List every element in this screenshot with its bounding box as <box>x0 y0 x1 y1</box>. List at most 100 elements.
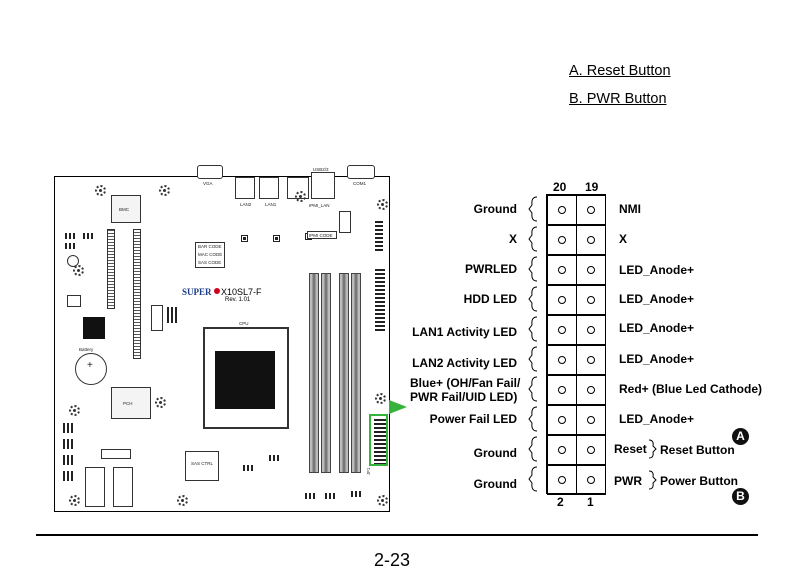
pcie-slot <box>107 229 115 309</box>
pin-label-left-7-line: PWR Fail/UID LED) <box>410 390 518 404</box>
mounting-hole <box>69 405 80 416</box>
pin-cell <box>547 405 577 435</box>
jf1-header <box>374 417 386 465</box>
power-button-label: Power Button <box>660 474 738 488</box>
pin-label-left-10: Ground <box>473 477 517 491</box>
mounting-hole <box>295 191 306 202</box>
atx-power-connector <box>375 269 385 331</box>
pin-cell <box>576 255 606 285</box>
legend-reset-button: A. Reset Button <box>569 63 671 79</box>
left-brace <box>528 226 538 252</box>
bar-code-box <box>195 242 225 268</box>
speaker <box>67 255 79 267</box>
mounting-hole <box>95 185 106 196</box>
pin-label-left-4: HDD LED <box>463 292 517 306</box>
pin-cell <box>576 375 606 405</box>
sas-connector <box>113 467 133 507</box>
fan-header <box>351 491 361 497</box>
jumper <box>65 233 75 239</box>
pin-number-2: 2 <box>557 495 564 509</box>
pin-header <box>167 307 179 323</box>
pin-cell <box>547 195 577 225</box>
jf1-label: JF1 <box>366 467 371 475</box>
pin-cell <box>547 375 577 405</box>
mounting-hole <box>375 393 386 404</box>
vga-connector <box>197 165 223 179</box>
sas-controller-chip <box>185 451 219 481</box>
bmc-chip <box>111 195 141 223</box>
pin-cell <box>576 345 606 375</box>
battery-label: Battery <box>79 347 94 352</box>
ipmi-code-label-box <box>307 231 337 239</box>
pin-cell <box>576 465 606 495</box>
fan-header <box>305 493 315 499</box>
pin-cell <box>547 345 577 375</box>
usb-header <box>101 449 131 459</box>
pcie-slot <box>133 229 141 359</box>
jumper <box>65 243 75 249</box>
pin-label-left-8: Power Fail LED <box>429 412 517 426</box>
mounting-hole <box>155 397 166 408</box>
footer-rule <box>36 534 758 536</box>
pin-label-left-5: LAN1 Activity LED <box>412 325 517 339</box>
pin-label-right-9: Reset <box>614 442 647 456</box>
fan-header <box>269 455 279 461</box>
badge-a: A <box>732 428 749 445</box>
pin-label-right-10: PWR <box>614 474 642 488</box>
pin-label-right-3: LED_Anode+ <box>619 263 695 277</box>
jf1-pointer-arrow <box>389 400 407 414</box>
bar-code-label: BAR CODE <box>198 244 222 249</box>
header-connector <box>339 211 351 233</box>
battery <box>75 353 107 385</box>
ipmi-code-label: IPMI CODE <box>309 233 333 238</box>
pin-label-left-7-line: Blue+ (OH/Fan Fail/ <box>410 376 521 390</box>
pin-label-left-7: Blue+ (OH/Fan Fail/PWR Fail/UID LED) <box>410 376 520 404</box>
jf1-highlight <box>369 414 388 466</box>
pch-label: PCH <box>123 401 133 406</box>
pin-label-right-4: LED_Anode+ <box>619 292 695 306</box>
pin-label-left-6: LAN2 Activity LED <box>412 356 517 370</box>
left-brace <box>528 256 538 282</box>
usb-port-2 <box>259 177 279 199</box>
pin-label-right-6: LED_Anode+ <box>619 352 695 366</box>
mounting-hole <box>159 185 170 196</box>
badge-b: B <box>732 488 749 505</box>
left-brace <box>528 286 538 312</box>
pin-cell <box>576 315 606 345</box>
mounting-hole <box>177 495 188 506</box>
usb-port-1 <box>235 177 255 199</box>
vga-label: VGA <box>203 181 213 186</box>
bios-chip <box>67 295 81 307</box>
pin-cell <box>547 315 577 345</box>
left-brace <box>528 196 538 222</box>
pin-label-right-1: NMI <box>619 202 641 216</box>
battery-plus: + <box>87 360 93 371</box>
mounting-hole <box>377 199 388 210</box>
com1-connector <box>347 165 375 179</box>
pin-cell <box>576 435 606 465</box>
led-indicator <box>273 235 280 242</box>
dimm-slot <box>309 273 319 473</box>
pin-cell <box>547 435 577 465</box>
lan2-label: LAN2 <box>240 202 252 207</box>
pin-header <box>375 221 383 251</box>
mounting-hole <box>73 265 84 276</box>
sas-code-label: SAS CODE <box>198 260 222 265</box>
motherboard-layout: VGA LAN2 LAN1 USB2/3 IPMI_LAN COM1 BMC I… <box>54 165 390 512</box>
jumper <box>83 233 93 239</box>
pin-cell <box>576 285 606 315</box>
usb-label: USB2/3 <box>313 167 329 172</box>
sata-connector <box>63 439 75 449</box>
board-revision: Rev. 1.01 <box>225 297 251 303</box>
cpu-socket <box>215 351 275 409</box>
pch-chip <box>111 387 151 419</box>
sata-connector <box>63 471 75 481</box>
pin-number-19: 19 <box>585 180 599 194</box>
board-model: X10SL7-F <box>221 287 262 297</box>
left-brace <box>528 346 538 372</box>
brand-logo: SUPER <box>182 287 212 297</box>
left-brace <box>528 376 538 402</box>
left-brace <box>528 466 538 492</box>
lan1-label: LAN1 <box>265 202 277 207</box>
mounting-hole <box>377 495 388 506</box>
